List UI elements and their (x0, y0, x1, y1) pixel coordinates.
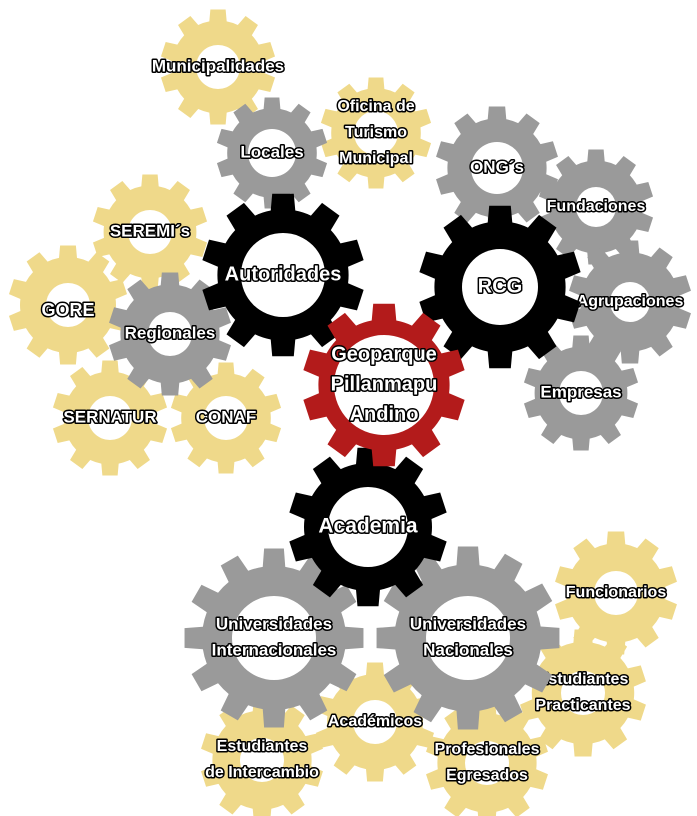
gear-sernatur-label: SERNATUR (63, 407, 156, 426)
gear-profesionales-label: Profesionales (435, 741, 540, 758)
gear-academicos-label: Académicos (328, 713, 422, 730)
gear-seremis-label: SEREMI´s (110, 221, 190, 240)
gear-profesionales-hole (465, 741, 509, 785)
gear-academicos: Académicos (315, 662, 435, 782)
gear-fundaciones: Fundaciones (538, 149, 654, 265)
gear-municipalidades: Municipalidades (150, 9, 286, 125)
gear-locales-hole (248, 129, 296, 177)
gear-geoparque-label: Andino (350, 403, 419, 425)
gear-sernatur-hole (88, 396, 132, 440)
gear-ongs-hole (471, 142, 523, 194)
gear-conaf: CONAF (170, 362, 282, 474)
gear-estudiantes-intercambio-label: de Intercambio (205, 764, 319, 781)
gear-univ-internacionales-label: Universidades (216, 614, 332, 633)
gear-agrupaciones-label: Agrupaciones (577, 293, 684, 310)
gear-academicos-hole (353, 700, 397, 744)
gear-geoparque-hole (334, 335, 434, 435)
gear-estudiantes-practicantes-hole (561, 671, 605, 715)
gear-seremis: SEREMI´s (92, 174, 208, 290)
gear-geoparque-label: Geoparque (331, 343, 437, 365)
gear-autoridades-hole (241, 233, 325, 317)
gear-academia-hole (328, 487, 408, 567)
gear-rcg-label: RCG (478, 275, 522, 297)
gear-univ-nacionales-hole (426, 596, 510, 680)
gear-municipalidades-hole (196, 45, 240, 89)
gear-regionales-hole (148, 312, 192, 356)
gear-empresas: Empresas (523, 335, 639, 451)
gear-gore: GORE (8, 245, 128, 365)
gear-academia-label: Academia (318, 515, 418, 538)
gear-municipalidades-label: Municipalidades (152, 56, 284, 75)
gear-fundaciones-label: Fundaciones (547, 198, 646, 215)
gear-autoridades: Autoridades (202, 193, 364, 357)
gear-oficina-label: Municipal (339, 150, 413, 167)
gear-autoridades-label: Autoridades (225, 263, 342, 285)
gear-oficina-label: Turismo (345, 124, 407, 141)
gear-univ-nacionales-label: Nacionales (423, 640, 513, 659)
gear-ongs: ONG´s (436, 106, 558, 230)
gear-conaf-label: CONAF (196, 407, 256, 426)
gear-oficina-label: Oficina de (337, 98, 414, 115)
gear-ongs-label: ONG´s (470, 157, 524, 176)
gear-funcionarios-label: Funcionarios (566, 584, 667, 601)
gear-oficina-hole (354, 111, 398, 155)
gear-funcionarios-hole (594, 571, 638, 615)
gear-rcg: RCG (419, 205, 581, 369)
gear-geoparque-label: Pillanmapu (331, 373, 438, 395)
gear-estudiantes-practicantes-label: Practicantes (535, 697, 630, 714)
gear-fundaciones-hole (576, 187, 616, 227)
gear-empresas-hole (559, 371, 603, 415)
gear-estudiantes-intercambio: Estudiantes de Intercambio (201, 698, 323, 816)
gear-profesionales-label: Egresados (446, 767, 528, 784)
gear-estudiantes-practicantes-label: Estudiantes (538, 671, 629, 688)
gear-gore-label: GORE (41, 300, 94, 320)
gear-rcg-hole (462, 249, 538, 325)
gear-locales-label: Locales (240, 142, 303, 161)
gear-estudiantes-intercambio-label: Estudiantes (217, 738, 308, 755)
gear-regionales-label: Regionales (125, 323, 216, 342)
gear-gore-hole (46, 283, 90, 327)
gear-funcionarios: Funcionarios (555, 531, 677, 655)
gear-sernatur: SERNATUR (52, 360, 168, 476)
gear-agrupaciones-hole (610, 282, 650, 322)
gear-seremis-hole (128, 210, 172, 254)
gear-academia: Academia (289, 447, 447, 607)
gear-regionales: Regionales (109, 272, 231, 396)
gear-univ-internacionales-hole (232, 596, 316, 680)
gear-agrupaciones: Agrupaciones (569, 240, 691, 364)
gear-univ-nacionales-label: Universidades (410, 614, 526, 633)
gear-empresas-label: Empresas (540, 382, 621, 401)
gear-conaf-hole (204, 396, 248, 440)
gear-locales: Locales (216, 97, 328, 209)
gear-estudiantes-intercambio-hole (240, 738, 284, 782)
gear-univ-internacionales-label: Internacionales (212, 640, 337, 659)
